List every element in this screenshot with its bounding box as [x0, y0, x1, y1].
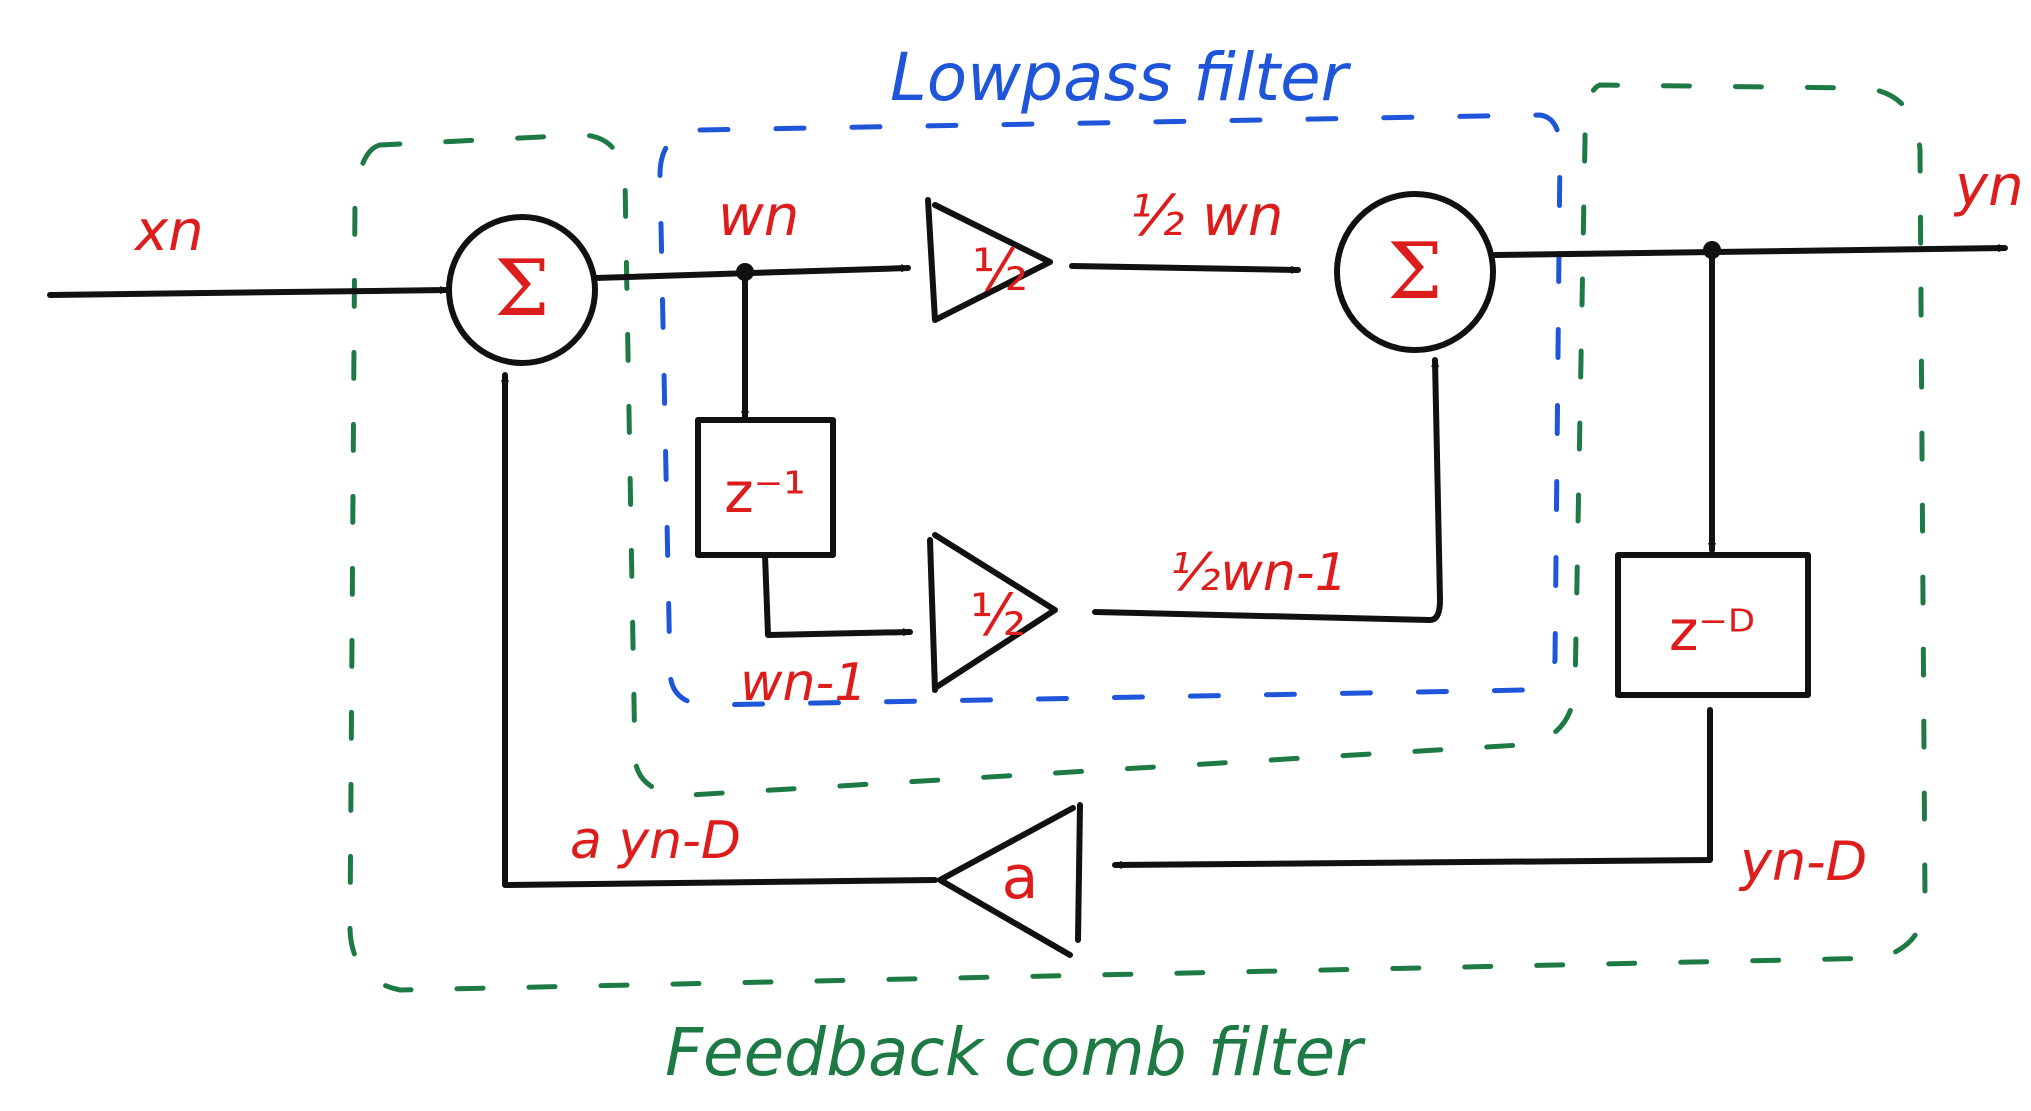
- delay-z-1-label: z⁻¹: [724, 461, 805, 526]
- label-half-w-n: ½ wn: [1130, 184, 1283, 249]
- half-w-n-line: [1069, 263, 1301, 274]
- lowpass-filter-title: Lowpass filter: [890, 39, 1352, 116]
- half-w-n-minus-1-line: [1092, 357, 1443, 623]
- label-a-y-n-minus-D: a yn-D: [570, 811, 741, 871]
- label-y-n: yn: [1953, 154, 2024, 219]
- w-n-minus-1-line: [762, 552, 913, 638]
- gain-half-upper-label: ½: [972, 236, 1028, 304]
- label-w-n: wn: [718, 184, 799, 249]
- y-n-minus-D-line: [1112, 707, 1713, 869]
- gain-half-lower-label: ½: [970, 581, 1026, 649]
- label-y-n-minus-D: yn-D: [1738, 830, 1867, 893]
- sum-symbol-1: Σ: [494, 244, 549, 334]
- delay-z-D-block: [1615, 552, 1811, 698]
- sum-junction-lowpass: [1334, 191, 1496, 353]
- label-w-n-minus-1: wn-1: [740, 653, 867, 713]
- sum-symbol-2: Σ: [1387, 227, 1442, 317]
- gain-half-upper: [925, 197, 1053, 323]
- feedback-line: [501, 372, 938, 888]
- output-line: [1492, 244, 2008, 258]
- sum-junction-input: [446, 214, 598, 366]
- comb-filter-boundary: [347, 82, 1928, 993]
- delay-z-D-label: z⁻ᴰ: [1669, 599, 1755, 664]
- label-half-w-n-minus-1: ½wn-1: [1170, 543, 1348, 603]
- gain-half-lower: [927, 532, 1058, 693]
- comb-filter-title: Feedback comb filter: [665, 1014, 1366, 1091]
- label-x-n: xn: [133, 199, 204, 264]
- input-line: [47, 286, 450, 298]
- gain-a: [937, 802, 1083, 958]
- gain-a-label: a: [1002, 843, 1039, 913]
- lowpass-filter-boundary: [657, 112, 1563, 708]
